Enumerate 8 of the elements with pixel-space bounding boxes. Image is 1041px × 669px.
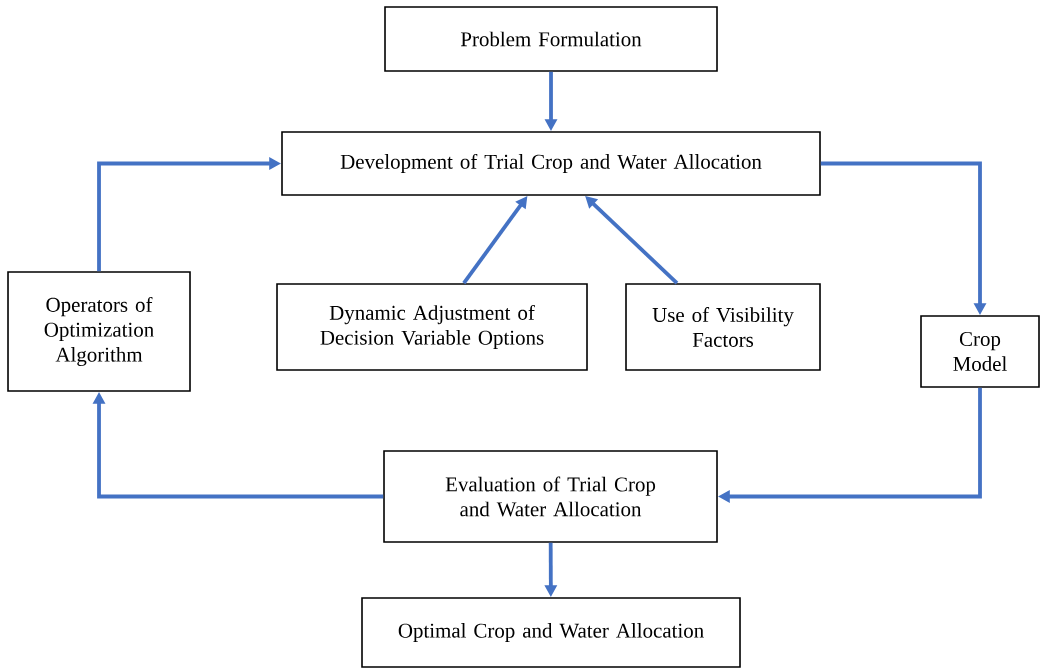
process-box: Use of Visibility Factors <box>625 283 821 371</box>
process-box: Crop Model <box>920 315 1040 388</box>
process-box: Optimal Crop and Water Allocation <box>361 597 741 668</box>
process-box: Operators of Optimization Algorithm <box>7 271 191 392</box>
process-box: Evaluation of Trial Crop and Water Allocation <box>383 450 718 543</box>
process-box: Development of Trial Crop and Water Allocation <box>281 131 821 196</box>
process-box: Problem Formulation <box>384 6 718 72</box>
process-box: Dynamic Adjustment of Decision Variable Options <box>276 283 588 371</box>
